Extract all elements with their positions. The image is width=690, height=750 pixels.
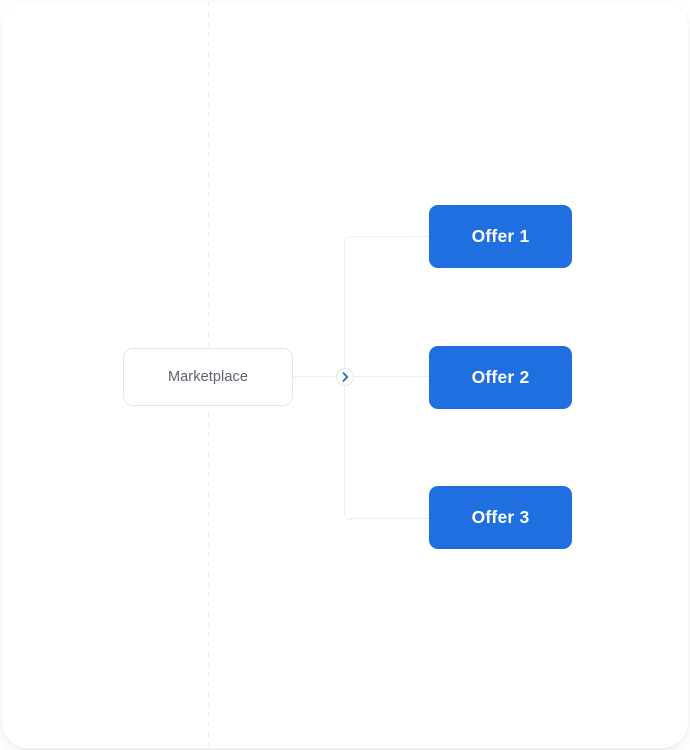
chevron-right-icon[interactable] bbox=[336, 368, 354, 386]
node-marketplace[interactable]: Marketplace bbox=[123, 348, 293, 406]
edge-to-offer-1 bbox=[350, 236, 430, 237]
offer-node-3[interactable]: Offer 3 bbox=[429, 486, 572, 549]
edge-source-to-expander bbox=[293, 376, 336, 377]
node-marketplace-label: Marketplace bbox=[167, 369, 249, 385]
edge-to-offer-2 bbox=[354, 376, 430, 377]
offer-node-1[interactable]: Offer 1 bbox=[429, 205, 572, 268]
edge-elbow-bottom bbox=[344, 512, 352, 520]
edge-to-offer-3 bbox=[350, 518, 430, 519]
offer-node-2-label: Offer 2 bbox=[471, 367, 530, 387]
offer-node-2[interactable]: Offer 2 bbox=[429, 346, 572, 409]
offer-node-3-label: Offer 3 bbox=[471, 507, 530, 527]
edge-elbow-top bbox=[344, 236, 352, 244]
offer-node-1-label: Offer 1 bbox=[471, 226, 530, 246]
